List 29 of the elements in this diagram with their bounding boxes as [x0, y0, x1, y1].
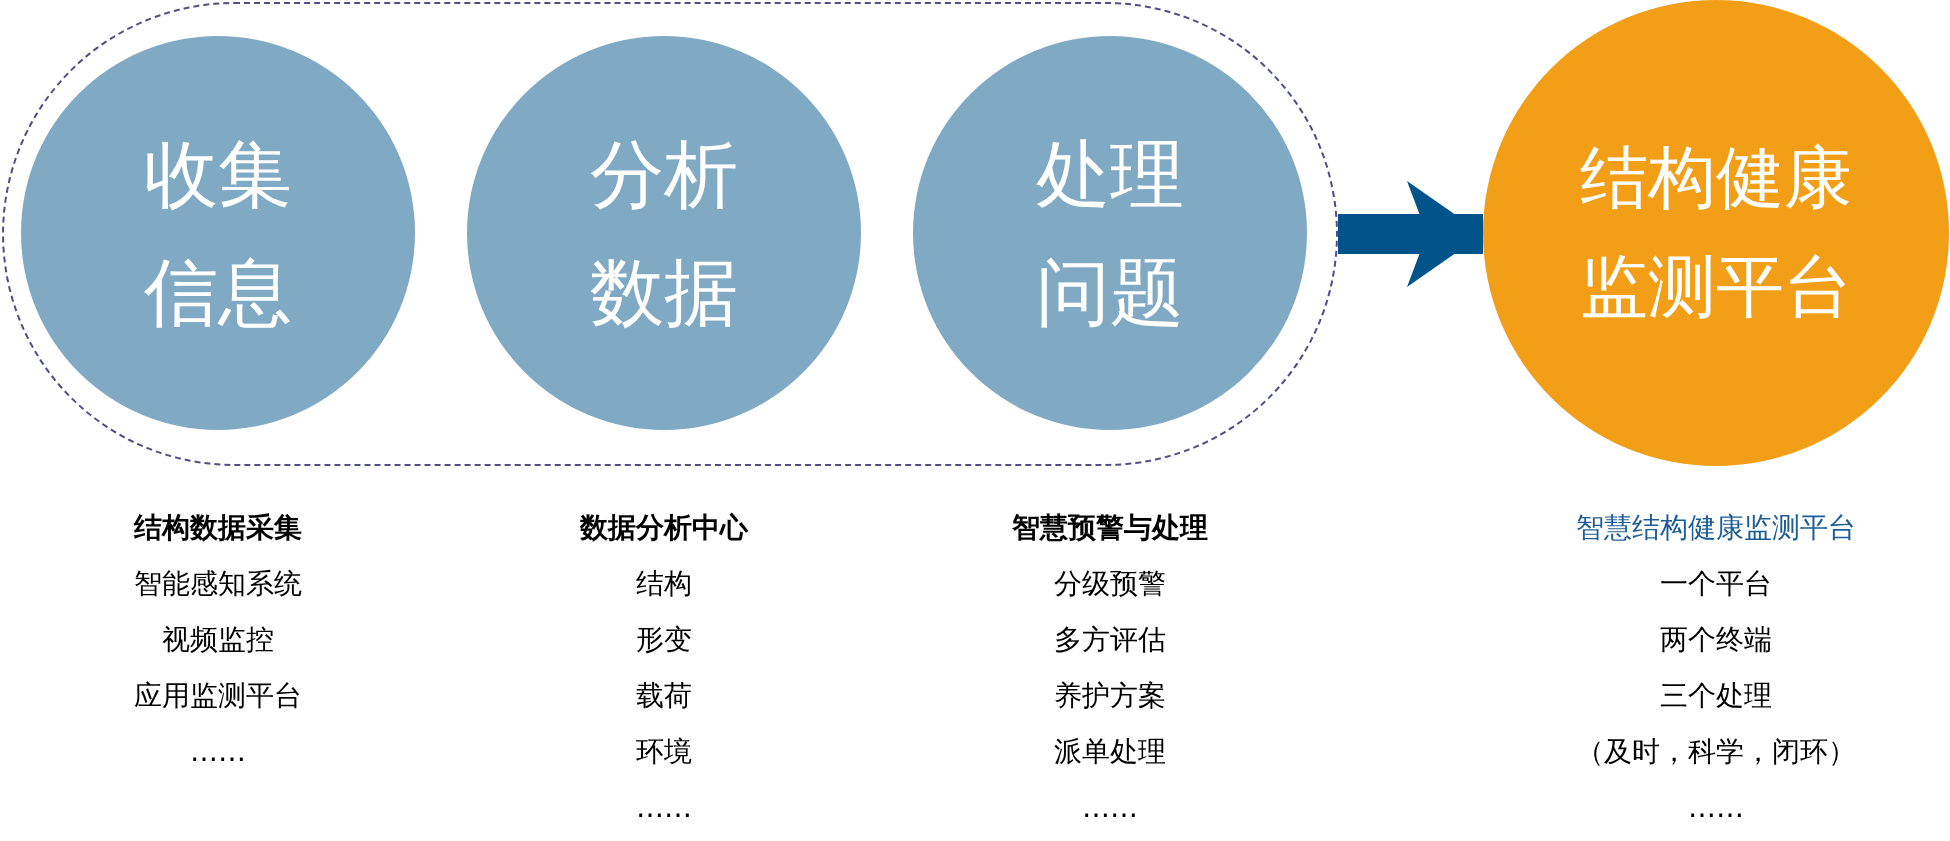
- column-heading: 结构数据采集: [134, 510, 302, 546]
- list-item: ……: [190, 734, 246, 770]
- list-item: 载荷: [636, 678, 692, 714]
- list-item: 应用监测平台: [134, 678, 302, 714]
- list-item: （及时，科学，闭环）: [1576, 734, 1856, 770]
- list-item: 三个处理: [1660, 678, 1772, 714]
- list-item: 派单处理: [1054, 734, 1166, 770]
- list-item: 一个平台: [1660, 566, 1772, 602]
- arrow: [1338, 181, 1483, 287]
- list-item: 结构: [636, 566, 692, 602]
- column-heading: 数据分析中心: [580, 510, 748, 546]
- node-title: 收集信息: [143, 129, 293, 337]
- list-item: 环境: [636, 734, 692, 770]
- list-item: ……: [1688, 790, 1744, 826]
- list-item: 分级预警: [1054, 566, 1166, 602]
- node-title: 处理问题: [1035, 129, 1185, 337]
- list-item: 养护方案: [1054, 678, 1166, 714]
- list-item: 两个终端: [1660, 622, 1772, 658]
- list-item: 多方评估: [1054, 622, 1166, 658]
- list-item: 智能感知系统: [134, 566, 302, 602]
- column-heading: 智慧结构健康监测平台: [1576, 510, 1856, 546]
- list-item: ……: [1082, 790, 1138, 826]
- dashed-group-outline: [2, 2, 1338, 466]
- column-heading: 智慧预警与处理: [1012, 510, 1208, 546]
- node-title: 分析数据: [589, 129, 739, 337]
- list-item: 视频监控: [162, 622, 274, 658]
- list-item: ……: [636, 790, 692, 826]
- list-item: 形变: [636, 622, 692, 658]
- node-title: 结构健康监测平台: [1579, 137, 1853, 328]
